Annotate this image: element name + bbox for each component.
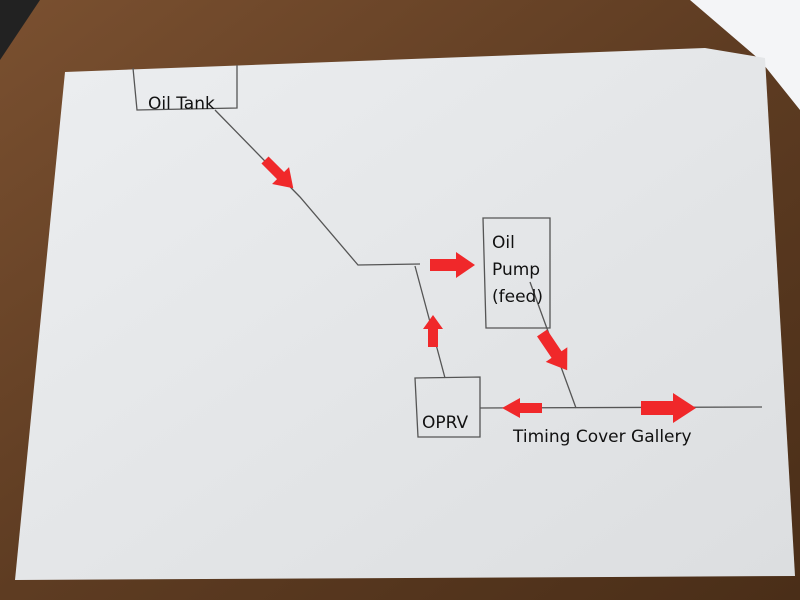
flow-arrow-icon — [641, 393, 696, 423]
flow-arrow-icon — [502, 398, 542, 418]
oprv-box — [414, 376, 481, 438]
oil-pump-label-line2: Pump — [492, 260, 540, 280]
tank-to-pump-pipe — [214, 109, 421, 266]
oil-tank-label: Oil Tank — [148, 94, 215, 114]
paper-sheet — [15, 48, 795, 580]
flow-arrow-icon — [261, 156, 294, 189]
oil-pump-label-line1: Oil — [492, 233, 515, 253]
oil-pump-label-line3: (feed) — [492, 287, 543, 307]
flow-arrow-icon — [537, 329, 568, 371]
oil-tank-box — [132, 65, 238, 111]
flow-arrow-icon — [423, 315, 443, 347]
oil-pump-box — [482, 217, 551, 329]
timing-cover-gallery-label: Timing Cover Gallery — [512, 427, 692, 447]
oprv-label: OPRV — [422, 413, 469, 433]
flow-arrow-icon — [430, 252, 475, 278]
background-paper — [690, 0, 800, 110]
dark-object — [0, 0, 40, 60]
